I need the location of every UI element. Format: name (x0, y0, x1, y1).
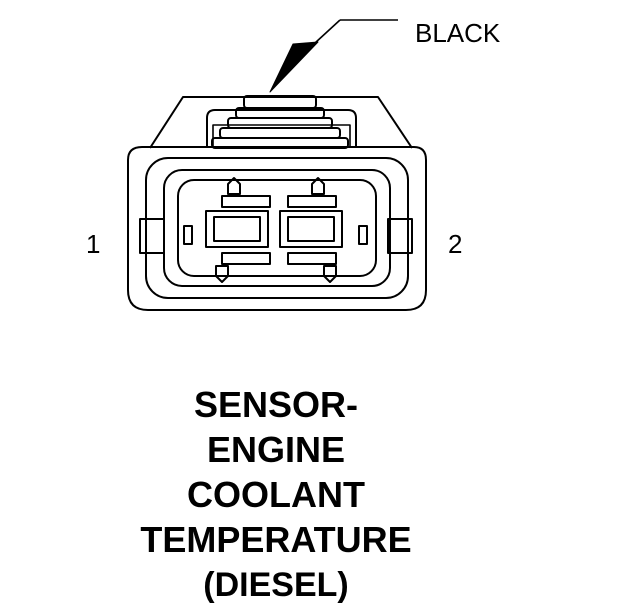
title-line-4: TEMPERATURE (140, 519, 412, 560)
connector-body (127, 146, 427, 311)
wire-color-label: BLACK (415, 18, 501, 48)
locking-tab (211, 95, 349, 149)
title-line-3: COOLANT (187, 474, 365, 515)
component-subtitle: (DIESEL) (203, 566, 349, 604)
title-line-2: ENGINE (206, 429, 346, 470)
component-title: SENSOR- ENGINE COOLANT TEMPERATURE (100, 382, 452, 562)
terminal-cavity-1 (205, 177, 271, 283)
pin-number-1: 1 (86, 229, 101, 259)
side-latches (139, 218, 413, 254)
title-line-1: SENSOR- (193, 384, 359, 425)
terminal-cavity-2 (279, 177, 343, 283)
connector-hood (149, 96, 413, 149)
pin-number-2: 2 (448, 229, 463, 259)
wire-color-leader (269, 19, 398, 93)
